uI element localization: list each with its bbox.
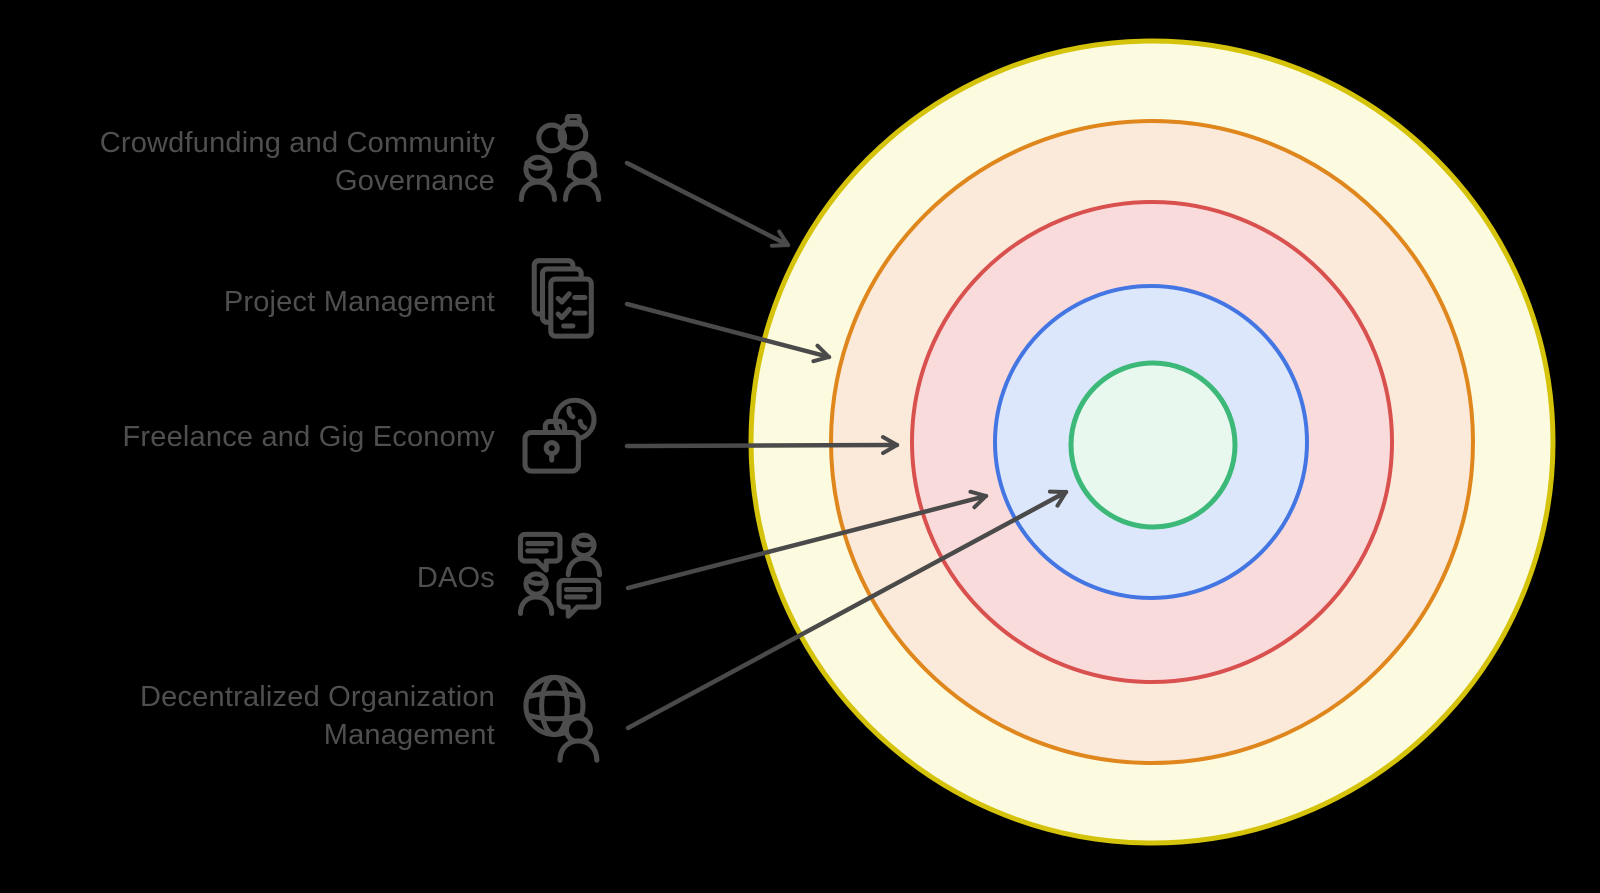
community-governance-icon	[518, 114, 602, 203]
arrow-daos	[625, 489, 989, 591]
daos-icon	[517, 531, 603, 619]
label-crowdfunding-governance: Crowdfunding and Community Governance	[99, 127, 495, 197]
label-daos: DAOs	[416, 562, 495, 594]
label-decentralized-org-management: Decentralized Organization Management	[140, 681, 495, 751]
decentralized-org-icon	[523, 674, 600, 763]
freelance-gig-icon	[522, 397, 597, 474]
arrow-freelance-gig	[624, 435, 900, 456]
arrow-crowdfunding	[624, 160, 791, 248]
arrow-project-management	[624, 301, 832, 364]
ring-decentralized-center	[1068, 360, 1238, 530]
label-freelance-gig-economy: Freelance and Gig Economy	[122, 421, 495, 453]
arrow-decentralized-org	[625, 489, 1069, 731]
label-project-management: Project Management	[223, 286, 495, 318]
project-management-icon	[531, 258, 594, 339]
